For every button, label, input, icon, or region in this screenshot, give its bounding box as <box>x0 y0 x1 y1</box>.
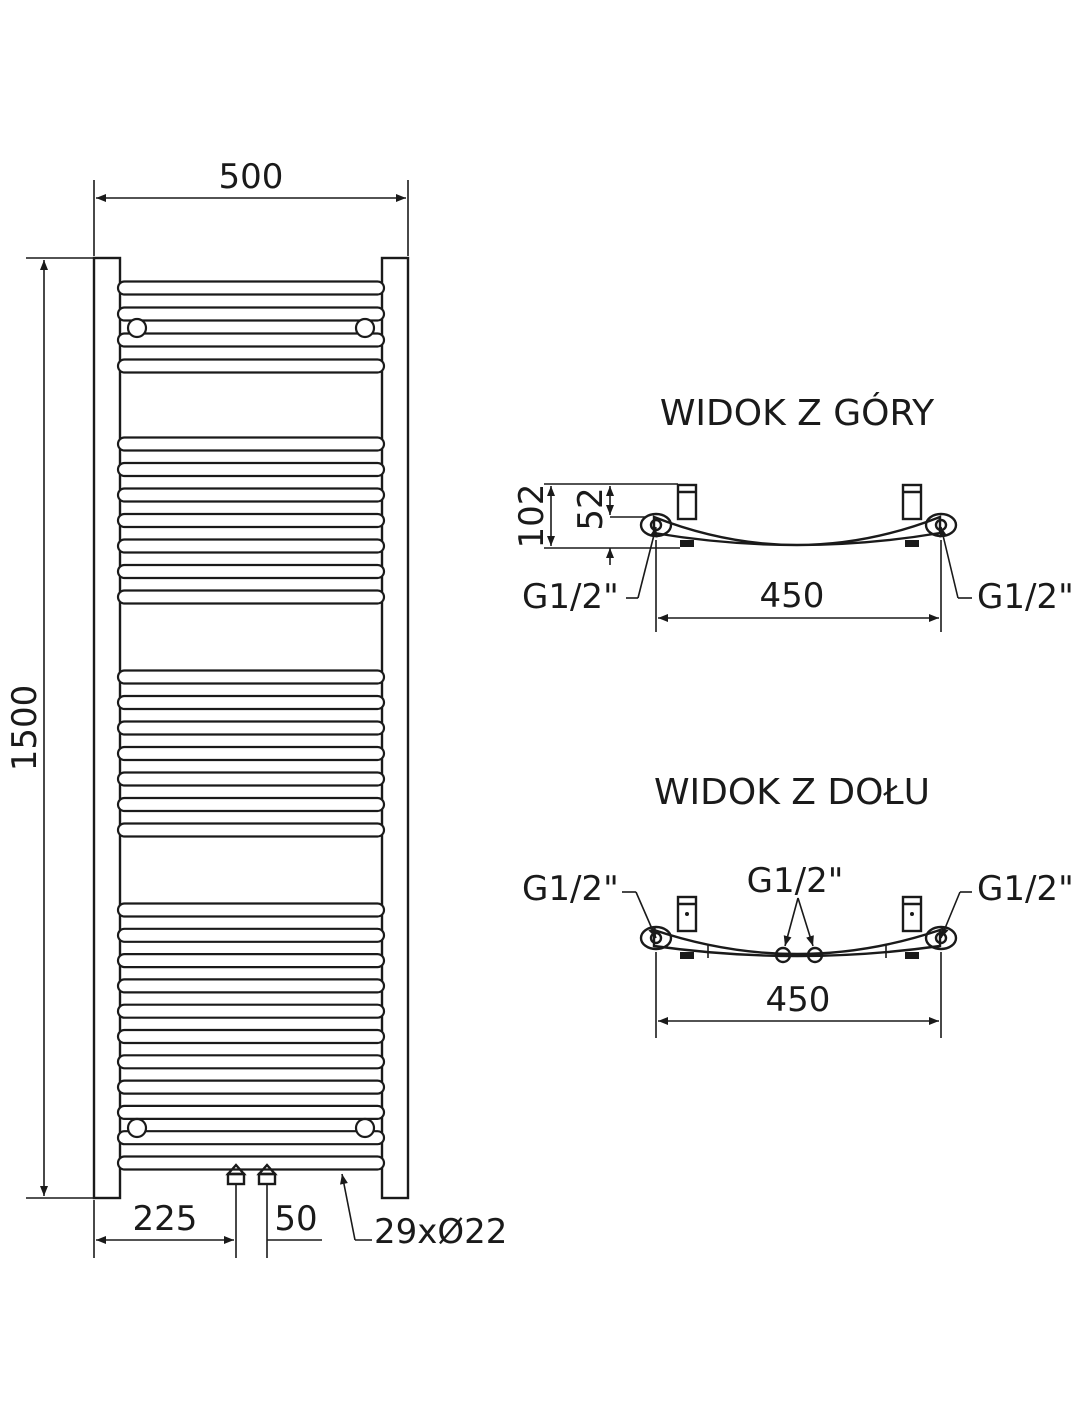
wall-mounts <box>126 317 376 1139</box>
bottom-center-port-left <box>774 946 792 964</box>
horizontal-tube <box>116 822 386 838</box>
horizontal-tube <box>116 512 386 529</box>
horizontal-tube <box>116 1054 386 1070</box>
top-view-title: WIDOK Z GÓRY <box>660 392 935 434</box>
horizontal-tube <box>116 927 386 943</box>
horizontal-tube <box>116 358 386 374</box>
mount-top-left <box>126 317 148 339</box>
horizontal-tube <box>116 589 386 605</box>
bottom-view-title: WIDOK Z DOŁU <box>654 772 930 813</box>
horizontal-tube <box>116 538 386 554</box>
horizontal-tube <box>116 796 386 813</box>
horizontal-tube <box>116 902 386 918</box>
bottom-center-port-right <box>806 946 824 964</box>
top-dim-span-label: 450 <box>760 576 825 616</box>
horizontal-tube <box>116 720 386 736</box>
dim-left-offset-label: 225 <box>133 1199 198 1239</box>
top-curved-body <box>652 515 942 547</box>
dimension-width: 500 <box>93 157 409 256</box>
bottom-valves <box>225 1163 278 1258</box>
horizontal-tube <box>116 1079 386 1095</box>
horizontal-tube <box>116 436 386 452</box>
tube-spec-label: 29xØ22 <box>374 1212 507 1252</box>
horizontal-tube <box>116 669 386 685</box>
mount-bottom-left <box>126 1117 148 1139</box>
horizontal-tube <box>116 1130 386 1146</box>
bottom-wall-brackets <box>676 895 923 959</box>
horizontal-tube <box>116 1155 386 1171</box>
bottom-span-dimension: 450 <box>655 952 942 1038</box>
top-connector-leaders: G1/2" G1/2" <box>522 526 1074 617</box>
horizontal-tube <box>116 745 386 762</box>
bottom-view: WIDOK Z DOŁU 450 <box>522 772 1074 1038</box>
top-span-dimension: 450 <box>655 540 942 632</box>
bottom-connector-leaders: G1/2" G1/2" G1/2" <box>522 861 1074 947</box>
top-connector-right-label: G1/2" <box>977 577 1074 617</box>
top-depth-dimensions: 102 52 <box>512 483 680 565</box>
horizontal-tube <box>116 978 386 994</box>
top-connector-left-label: G1/2" <box>522 577 619 617</box>
horizontal-tube <box>116 487 386 503</box>
bottom-curved-body <box>652 928 942 958</box>
front-view: 500 1500 225 50 29xØ22 <box>5 157 507 1258</box>
horizontal-tube <box>116 280 386 296</box>
dimension-bottom-offsets: 225 50 <box>93 1199 322 1258</box>
top-wall-brackets <box>676 483 923 547</box>
dim-height-label: 1500 <box>5 685 45 772</box>
horizontal-tube <box>116 332 386 348</box>
dim-spacing-label: 50 <box>274 1199 317 1239</box>
horizontal-tubes <box>116 280 386 1171</box>
horizontal-tube <box>116 1104 386 1121</box>
bottom-connector-center-label: G1/2" <box>747 861 844 901</box>
horizontal-tube <box>116 1003 386 1019</box>
right-collector <box>380 256 410 1200</box>
dimension-height: 1500 <box>5 257 94 1199</box>
horizontal-tube <box>116 563 386 580</box>
tube-spec-leader: 29xØ22 <box>340 1173 507 1252</box>
horizontal-tube <box>116 1028 386 1045</box>
mount-top-right <box>354 317 376 339</box>
dim-depth-inner-label: 52 <box>571 487 611 530</box>
dim-depth-total-label: 102 <box>512 484 552 549</box>
dim-width-label: 500 <box>219 157 284 197</box>
horizontal-tube <box>116 306 386 322</box>
bottom-connector-right-label: G1/2" <box>977 869 1074 909</box>
horizontal-tube <box>116 952 386 969</box>
bottom-connector-left-label: G1/2" <box>522 869 619 909</box>
horizontal-tube <box>116 694 386 711</box>
mount-bottom-right <box>354 1117 376 1139</box>
horizontal-tube <box>116 771 386 787</box>
bottom-dim-span-label: 450 <box>766 980 831 1020</box>
horizontal-tube <box>116 461 386 478</box>
top-view: WIDOK Z GÓRY 102 52 <box>512 392 1074 632</box>
left-collector <box>92 256 122 1200</box>
